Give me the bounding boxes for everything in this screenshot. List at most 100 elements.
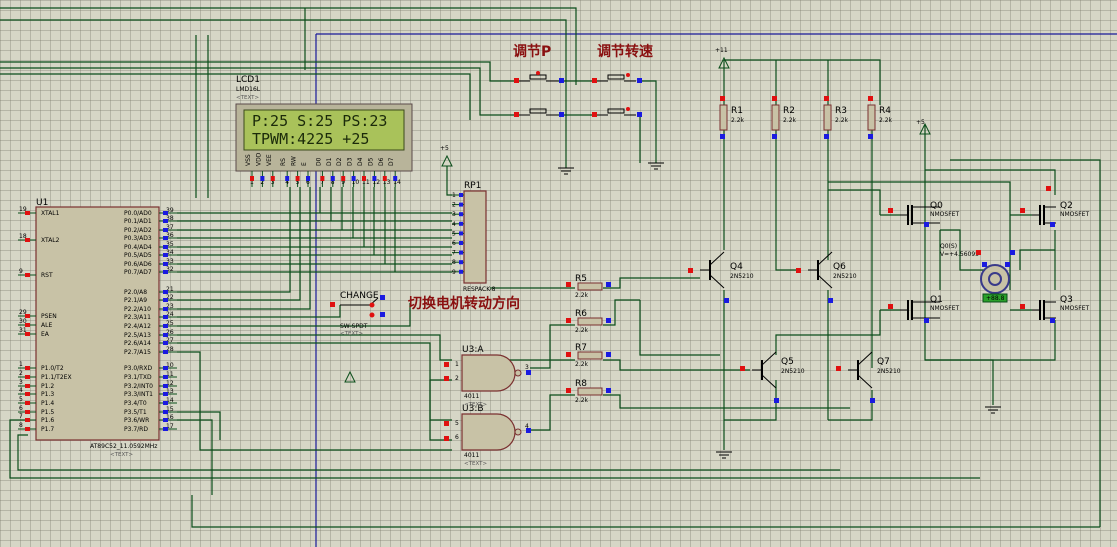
q4-ref: Q4 bbox=[730, 262, 743, 272]
pin-marker bbox=[163, 262, 168, 266]
pin-marker bbox=[1010, 250, 1015, 255]
mcu-ref: U1 bbox=[36, 198, 48, 208]
mcu-pin-name: EA bbox=[41, 331, 50, 338]
lcd-pin-name: D4 bbox=[357, 157, 364, 166]
q1-ref: Q1 bbox=[930, 295, 943, 305]
pin-marker bbox=[25, 323, 30, 327]
plus5-label-bridge: +5 bbox=[916, 119, 925, 126]
rp1-part: RESPACK-8 bbox=[463, 286, 496, 293]
mcu-pin-num: 24 bbox=[166, 311, 174, 318]
rp1-pin-num: 1 bbox=[452, 192, 456, 199]
q2-ref: Q2 bbox=[1060, 201, 1073, 211]
mcu-pin-name: P1.0/T2 bbox=[41, 365, 64, 372]
r5-value: 2.2k bbox=[575, 292, 589, 299]
pin-marker bbox=[351, 176, 356, 181]
mcu-pin-num: 11 bbox=[166, 371, 174, 378]
mcu-pin-name: P3.6/WR bbox=[124, 417, 149, 424]
r4-ref: R4 bbox=[879, 106, 891, 116]
pin-marker bbox=[163, 418, 168, 422]
label-adjust-p: 调节P bbox=[513, 43, 551, 60]
pin-marker bbox=[459, 221, 463, 226]
q3-part: NMOSFET bbox=[1060, 305, 1089, 312]
mcu-pin-num: 15 bbox=[166, 406, 174, 413]
pin-marker bbox=[260, 176, 265, 181]
rp1-pin-num: 5 bbox=[452, 230, 456, 237]
lcd-line-1: P:25 S:25 PS:23 bbox=[252, 112, 387, 130]
pin-marker bbox=[25, 418, 30, 422]
r3-ref: R3 bbox=[835, 106, 847, 116]
motor-ref: Q0(S) bbox=[940, 243, 957, 250]
mcu-pin-num: 26 bbox=[166, 329, 174, 336]
gate-b-pin-b: 6 bbox=[455, 434, 459, 441]
r7-value: 2.2k bbox=[575, 361, 589, 368]
mcu-pin-num: 14 bbox=[166, 397, 174, 404]
q7-part: 2N5210 bbox=[877, 368, 901, 375]
r1-value: 2.2k bbox=[731, 117, 745, 124]
pin-marker bbox=[888, 208, 893, 213]
mcu-pin-name: ALE bbox=[41, 322, 52, 329]
mcu-pin-num: 29 bbox=[19, 309, 27, 316]
label-switch-direction: 切换电机转动方向 bbox=[408, 295, 520, 312]
pin-marker bbox=[163, 253, 168, 257]
mcu-pin-name: RST bbox=[41, 272, 53, 279]
mcu-pin-num: 10 bbox=[166, 362, 174, 369]
pin-marker bbox=[566, 388, 571, 393]
pin-marker bbox=[459, 231, 463, 236]
lcd-pin-num: 12 bbox=[372, 179, 380, 186]
mcu-pin-name: P3.7/RD bbox=[124, 426, 148, 433]
mcu-pin-name: P1.5 bbox=[41, 409, 54, 416]
pin-marker bbox=[459, 260, 463, 265]
rp1-pin-num: 2 bbox=[452, 202, 456, 209]
mcu-pin-name: P2.3/A11 bbox=[124, 314, 151, 321]
pin-marker bbox=[25, 314, 30, 318]
pin-marker bbox=[606, 388, 611, 393]
pin-marker bbox=[868, 96, 873, 101]
q0-part: NMOSFET bbox=[930, 211, 959, 218]
q1-part: NMOSFET bbox=[930, 305, 959, 312]
mcu-pin-num: 5 bbox=[19, 396, 23, 403]
mcu-pin-name: P0.7/AD7 bbox=[124, 269, 152, 276]
r3-value: 2.2k bbox=[835, 117, 849, 124]
mcu-pin-name: P1.4 bbox=[41, 400, 54, 407]
spdt-switch: CHANGE SW-SPDT <TEXT> 切换电机转动方向 bbox=[330, 291, 520, 337]
gate-a-ref: U3:A bbox=[462, 345, 484, 355]
pin-marker bbox=[250, 176, 254, 181]
pin-marker bbox=[606, 282, 611, 287]
lcd-pin-num: 4 bbox=[285, 179, 289, 186]
pin-marker bbox=[566, 352, 571, 357]
mcu-pin-num: 17 bbox=[166, 423, 174, 430]
pin-marker bbox=[163, 375, 168, 379]
lcd-pin-num: 7 bbox=[320, 179, 324, 186]
mcu-pin-name: P2.2/A10 bbox=[124, 306, 151, 313]
pin-marker bbox=[444, 376, 449, 381]
lcd-pin-num: 3 bbox=[271, 179, 275, 186]
pin-marker bbox=[868, 134, 873, 139]
q6-part: 2N5210 bbox=[833, 273, 857, 280]
rp1-pin-num: 6 bbox=[452, 240, 456, 247]
pin-marker bbox=[320, 176, 325, 181]
mcu-pin-name: P2.0/A8 bbox=[124, 289, 147, 296]
pin-marker bbox=[976, 250, 981, 255]
mcu-pin-name: P1.1/T2EX bbox=[41, 374, 72, 381]
pin-marker bbox=[163, 290, 168, 294]
pin-marker bbox=[828, 298, 833, 303]
pin-marker bbox=[566, 282, 571, 287]
mcu-pin-name: P2.7/A15 bbox=[124, 349, 151, 356]
rp1-pin-num: 3 bbox=[452, 211, 456, 218]
pin-marker bbox=[163, 270, 168, 274]
mcu-pin-num: 36 bbox=[166, 232, 174, 239]
pin-marker bbox=[25, 384, 30, 388]
pin-marker bbox=[459, 202, 463, 207]
pin-marker bbox=[25, 427, 30, 431]
pin-marker bbox=[459, 241, 463, 245]
mcu-pin-num: 37 bbox=[166, 224, 174, 231]
q7-ref: Q7 bbox=[877, 357, 890, 367]
q5-part: 2N5210 bbox=[781, 368, 805, 375]
plus11-label: +11 bbox=[715, 47, 728, 54]
pin-marker bbox=[888, 304, 893, 309]
resistors-vertical: R1 2.2k R2 2.2k R3 2.2k R4 2.2k bbox=[719, 104, 893, 131]
gate-a-pin-b: 2 bbox=[455, 375, 459, 382]
pin-marker bbox=[459, 193, 463, 197]
r2-value: 2.2k bbox=[783, 117, 797, 124]
mcu-pin-num: 7 bbox=[19, 413, 23, 420]
